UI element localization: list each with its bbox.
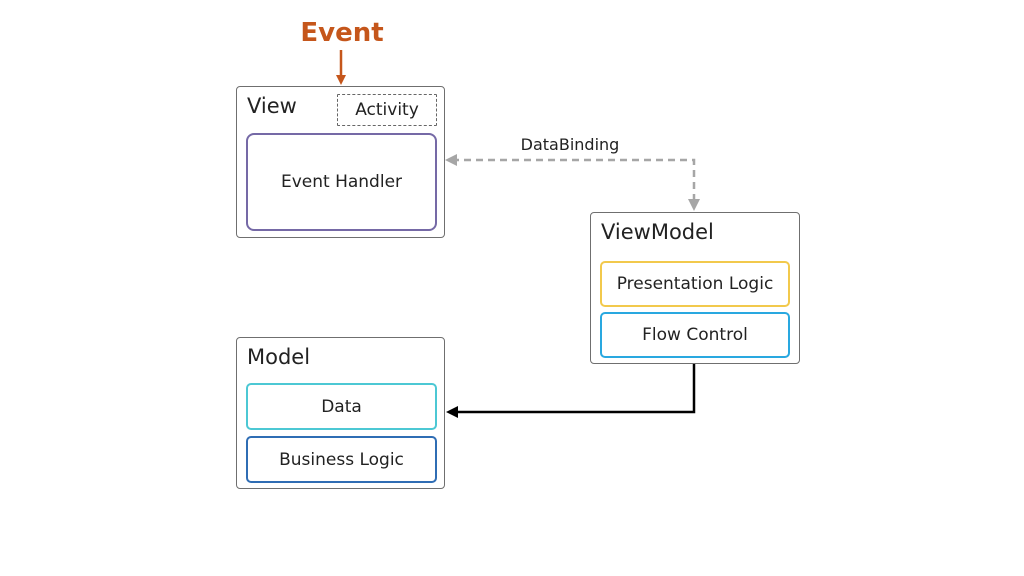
presentation-logic-box: Presentation Logic	[600, 261, 790, 307]
activity-box: Activity	[337, 94, 437, 126]
event-handler-box: Event Handler	[246, 133, 437, 231]
data-box: Data	[246, 383, 437, 430]
flow-control-box: Flow Control	[600, 312, 790, 358]
event-handler-label: Event Handler	[280, 172, 403, 192]
model-panel: Model Data Business Logic	[236, 337, 445, 489]
activity-label: Activity	[355, 100, 419, 120]
viewmodel-panel: ViewModel Presentation Logic Flow Contro…	[590, 212, 800, 364]
databinding-arrowhead-left	[445, 154, 457, 166]
view-title: View	[247, 94, 297, 118]
business-logic-box: Business Logic	[246, 436, 437, 483]
business-logic-label: Business Logic	[279, 449, 404, 470]
viewmodel-to-model-arrowhead	[446, 406, 458, 418]
databinding-arrowhead-down	[688, 199, 700, 211]
model-title: Model	[247, 345, 311, 369]
viewmodel-title: ViewModel	[601, 220, 714, 244]
flow-control-label: Flow Control	[642, 325, 748, 345]
databinding-label: DataBinding	[520, 135, 620, 154]
data-label: Data	[321, 396, 362, 417]
view-panel: View Activity Event Handler	[236, 86, 445, 238]
databinding-arrow	[452, 158, 696, 204]
viewmodel-to-model-arrow	[456, 364, 696, 414]
presentation-logic-label: Presentation Logic	[616, 274, 774, 294]
event-label: Event	[300, 18, 384, 48]
